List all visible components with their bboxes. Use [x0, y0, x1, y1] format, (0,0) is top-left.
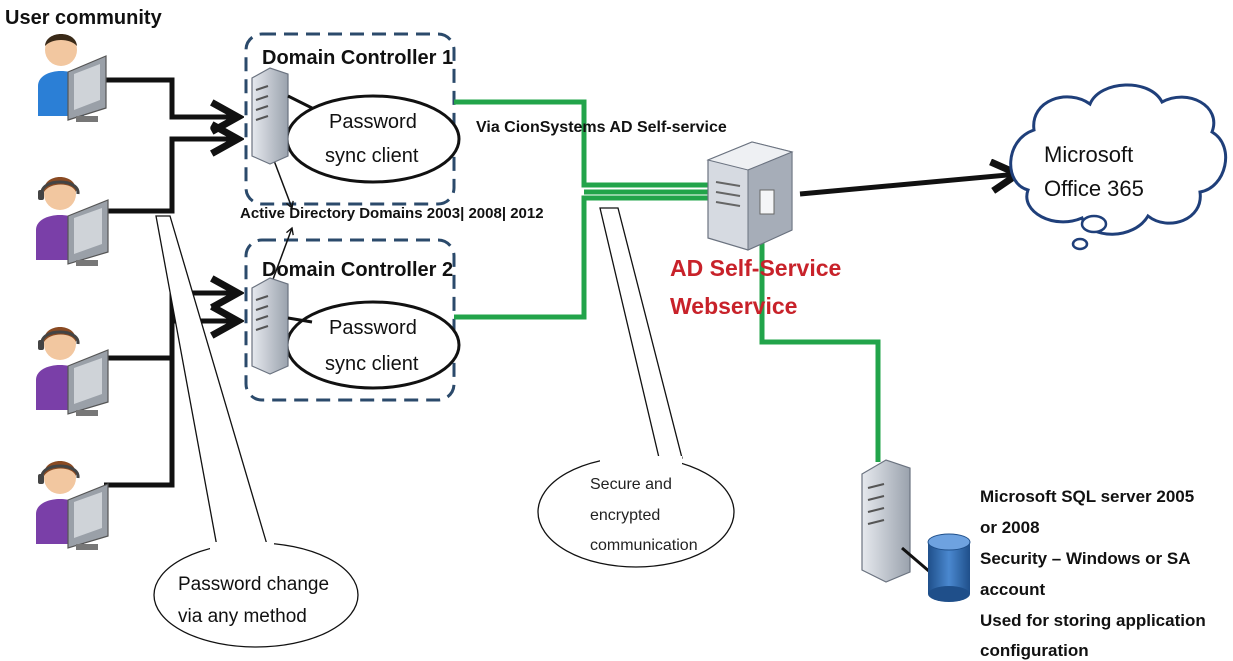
green-links: [454, 99, 881, 462]
webservice-server-icon: [706, 141, 794, 251]
user-headset-icon: [36, 461, 109, 550]
sql-note-1: Microsoft SQL server 2005: [980, 487, 1194, 506]
user-headset-icon: [36, 327, 109, 416]
dc-replication-arrow-up: [271, 226, 294, 283]
cloud-icon: [1009, 83, 1228, 251]
user-community-title: User community: [5, 7, 163, 29]
secure-line-1: Secure and: [590, 476, 672, 493]
user-headset-icon: [36, 177, 109, 266]
database-icon: [927, 533, 971, 602]
dc2-green-link: [454, 195, 710, 320]
dc2-sync-line-1: Password: [329, 317, 417, 339]
sql-server-icon: [861, 459, 911, 583]
sql-note-6: configuration: [980, 641, 1089, 660]
secure-line-2: encrypted: [590, 507, 660, 524]
webservice-line-1: AD Self-Service: [670, 255, 841, 281]
dc1-title: Domain Controller 1: [262, 47, 453, 69]
webservice-line-2: Webservice: [670, 293, 797, 319]
sql-green-link: [759, 228, 881, 462]
dc2-dashed-box: [244, 238, 456, 402]
dc2-server-icon: [251, 277, 289, 375]
user4-link: [104, 321, 238, 488]
dc1-server-icon: [251, 67, 289, 165]
pwd-change-line-1: Password change: [178, 574, 329, 595]
sql-notes: Microsoft SQL server 2005 or 2008 Securi…: [980, 487, 1206, 660]
cloud-line-1: Microsoft: [1044, 142, 1133, 167]
sql-note-5: Used for storing application: [980, 611, 1206, 630]
dc1-sync-line-2: sync client: [325, 145, 419, 167]
sql-note-3: Security – Windows or SA: [980, 549, 1191, 568]
ad-domains-label: Active Directory Domains 2003| 2008| 201…: [240, 205, 544, 222]
secure-bubble: [537, 207, 735, 568]
user-blue-icon: [38, 34, 107, 122]
user2-link: [104, 139, 238, 214]
dc2-title: Domain Controller 2: [262, 259, 453, 281]
dc1-sync-line-1: Password: [329, 111, 417, 133]
dc1-green-link: [454, 99, 710, 188]
via-cionsystems-label: Via CionSystems AD Self-service: [476, 119, 727, 136]
sql-note-2: or 2008: [980, 518, 1040, 537]
cloud-line-2: Office 365: [1044, 176, 1144, 201]
pwd-change-bubble: [153, 215, 359, 648]
cloud-arrow: [799, 174, 1018, 197]
dc2-sync-line-2: sync client: [325, 353, 419, 375]
dc1-dashed-box: [244, 32, 456, 206]
dc2-sync-ellipse: [285, 300, 461, 390]
sql-note-4: account: [980, 580, 1046, 599]
secure-line-3: communication: [590, 537, 698, 554]
pwd-change-line-2: via any method: [178, 606, 307, 627]
user1-link: [104, 77, 238, 117]
user-links: [104, 77, 238, 488]
dc1-sync-ellipse: [285, 94, 461, 184]
